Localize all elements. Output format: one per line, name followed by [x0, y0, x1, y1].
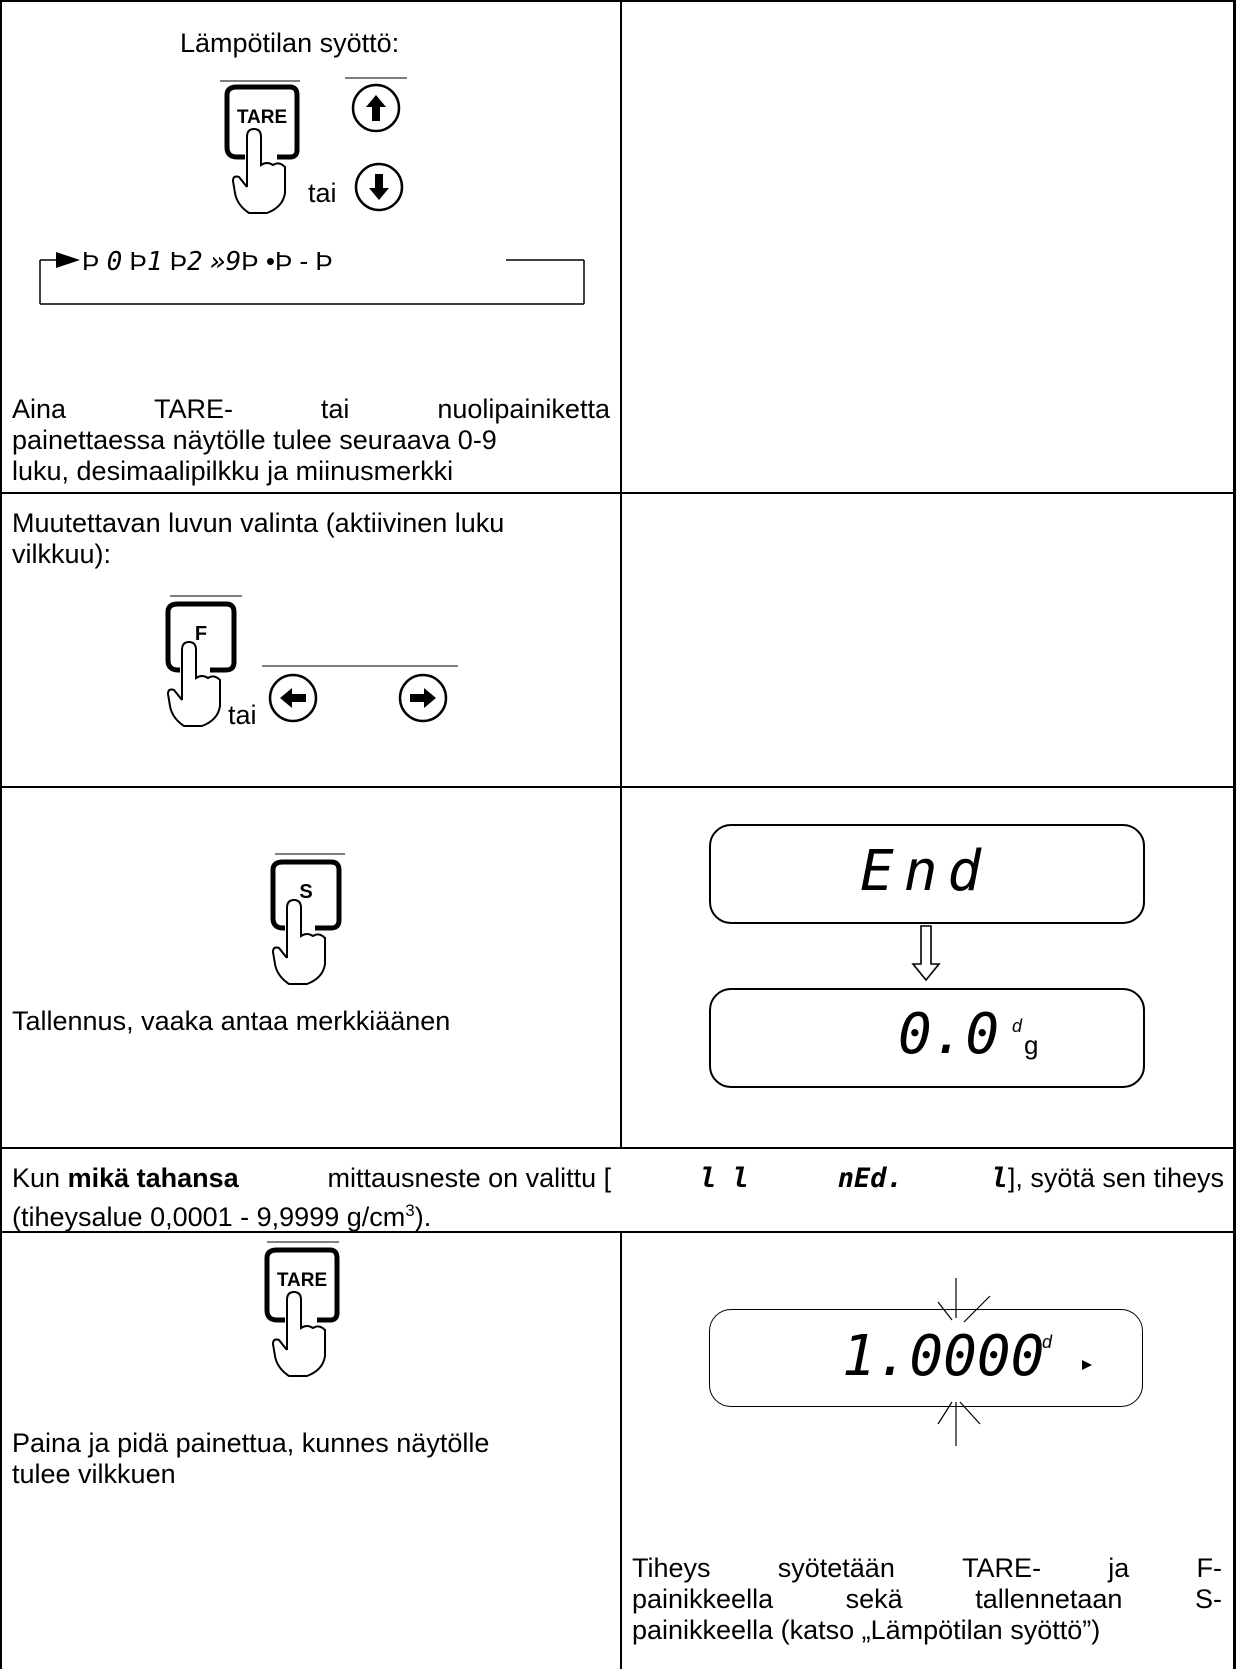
row1-desc-line1: Aina TARE- tai nuolipainiketta	[12, 394, 610, 424]
s-key-hand-icon: S	[270, 853, 345, 985]
seq-digit: 1	[146, 247, 163, 277]
column-divider	[620, 0, 622, 1148]
row-divider	[0, 1147, 1236, 1149]
display-end	[709, 824, 1145, 924]
f-key-hand-icon: F	[165, 595, 242, 727]
tai-label: tai	[308, 178, 337, 208]
seq-digit: 2	[187, 247, 203, 277]
svg-text:TARE: TARE	[277, 1270, 327, 1291]
display-zero-unit-d: d	[1012, 1016, 1023, 1036]
tare-key-hand-icon: TARE	[220, 80, 300, 214]
arrow-left-right-icons	[262, 665, 458, 723]
press-hold-line1: Paina ja pidä painettua, kunnes näytölle	[12, 1428, 490, 1458]
row-divider	[0, 786, 1236, 788]
svg-text:TARE: TARE	[237, 107, 287, 128]
table-border-left	[0, 0, 2, 1669]
tai-label: tai	[228, 700, 257, 730]
arrow-down-icon	[354, 162, 404, 212]
svg-text:S: S	[299, 881, 312, 903]
density-note-line1: Tiheys syötetään TARE- ja F-	[632, 1553, 1222, 1583]
column-divider-bottom	[620, 1232, 622, 1669]
row1-desc-line2: painettaessa näytölle tulee seuraava 0-9	[12, 425, 497, 455]
density-instruction-line1: Kun mikä tahansa mittausneste on valittu…	[12, 1163, 1224, 1194]
save-caption: Tallennus, vaaka antaa merkkiäänen	[12, 1006, 451, 1036]
row1-desc-line3: luku, desimaalipilkku ja miinusmerkki	[12, 456, 454, 486]
triangle-indicator-icon	[1082, 1360, 1092, 1370]
seq-digit: 0	[106, 247, 123, 277]
display-density-value: 1.0000	[842, 1324, 1045, 1389]
seq-minus: -	[299, 246, 309, 276]
density-instruction-line2: (tiheysalue 0,0001 - 9,9999 g/cm3).	[12, 1201, 432, 1232]
digit-sequence-diagram	[39, 252, 585, 305]
density-note-line3: painikkeella (katso „Lämpötilan syöttö”)	[632, 1615, 1101, 1645]
blink-indicator-icon	[937, 1278, 991, 1446]
down-arrow-outline-icon	[911, 925, 941, 982]
table-border-top	[0, 0, 1236, 2]
display-zero-unit-g: g	[1024, 1030, 1039, 1060]
display-zero-value: 0.0	[898, 1002, 1000, 1067]
row-divider	[0, 492, 1236, 494]
press-hold-line2: tulee vilkkuen	[12, 1459, 176, 1489]
table-border-right	[1233, 0, 1236, 1669]
temperature-entry-title: Lämpötilan syöttö:	[180, 28, 400, 58]
display-zero	[709, 988, 1145, 1088]
display-end-text: End	[860, 839, 992, 904]
arrow-up-icon	[345, 77, 407, 133]
row2-title-line1: Muutettavan luvun valinta (aktiivinen lu…	[12, 508, 505, 538]
digit-sequence: Þ 0 Þ1 Þ2 »9Þ •Þ - Þ	[82, 246, 333, 277]
svg-text:F: F	[195, 623, 207, 645]
row-divider	[0, 1231, 1236, 1233]
seq-digit: »9	[209, 247, 242, 277]
tare-key-hand-icon: TARE	[264, 1241, 340, 1377]
display-density-unit: d	[1042, 1332, 1053, 1352]
row2-title-line2: vilkkuu):	[12, 539, 112, 569]
seq-decimal: •	[265, 246, 275, 276]
density-note-line2: painikkeella sekä tallennetaan S-	[632, 1584, 1222, 1614]
display-density	[709, 1309, 1143, 1407]
